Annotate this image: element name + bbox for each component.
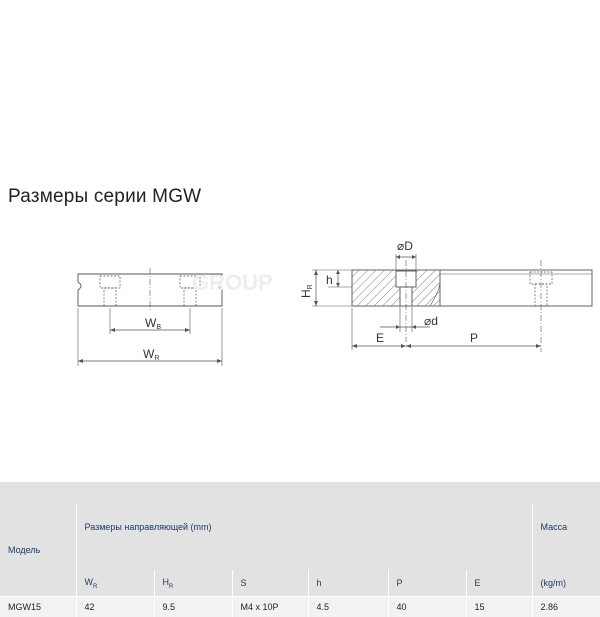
rail-dimension-drawing: WB WR GROUP xyxy=(0,230,600,380)
rail-side-section xyxy=(312,254,592,352)
hidden-hole-right xyxy=(530,272,552,306)
col-header-h: h xyxy=(308,570,388,597)
p-label: P xyxy=(470,331,478,345)
hr-label: HR xyxy=(299,284,314,298)
spec-table: Модель Размеры направляющей (mm) Масса W… xyxy=(0,504,600,617)
e-label: E xyxy=(376,331,384,345)
col-header-p: P xyxy=(388,570,466,597)
col-header-wr: WR xyxy=(76,570,154,597)
col-header-mass-unit: (kg/m) xyxy=(532,570,600,597)
mass-header: Масса xyxy=(532,504,600,570)
page-title: Размеры серии MGW xyxy=(8,186,201,208)
h-label: h xyxy=(326,273,333,287)
model-header: Модель xyxy=(0,504,76,597)
d-bottom-label: ⌀d xyxy=(424,314,438,328)
wb-label: WB xyxy=(145,316,161,331)
col-header-s: S xyxy=(232,570,308,597)
table-header-row: Модель Размеры направляющей (mm) Масса xyxy=(0,504,600,570)
table-subheader-row: WR HR S h P E (kg/m) xyxy=(0,570,600,597)
watermark: GROUP xyxy=(192,270,273,295)
rail-dims-header: Размеры направляющей (mm) xyxy=(76,504,532,570)
col-header-hr: HR xyxy=(154,570,232,597)
col-header-e: E xyxy=(466,570,532,597)
d-top-label: ⌀D xyxy=(397,239,413,253)
bolt-hole-left xyxy=(100,276,120,306)
wr-label: WR xyxy=(143,347,159,362)
